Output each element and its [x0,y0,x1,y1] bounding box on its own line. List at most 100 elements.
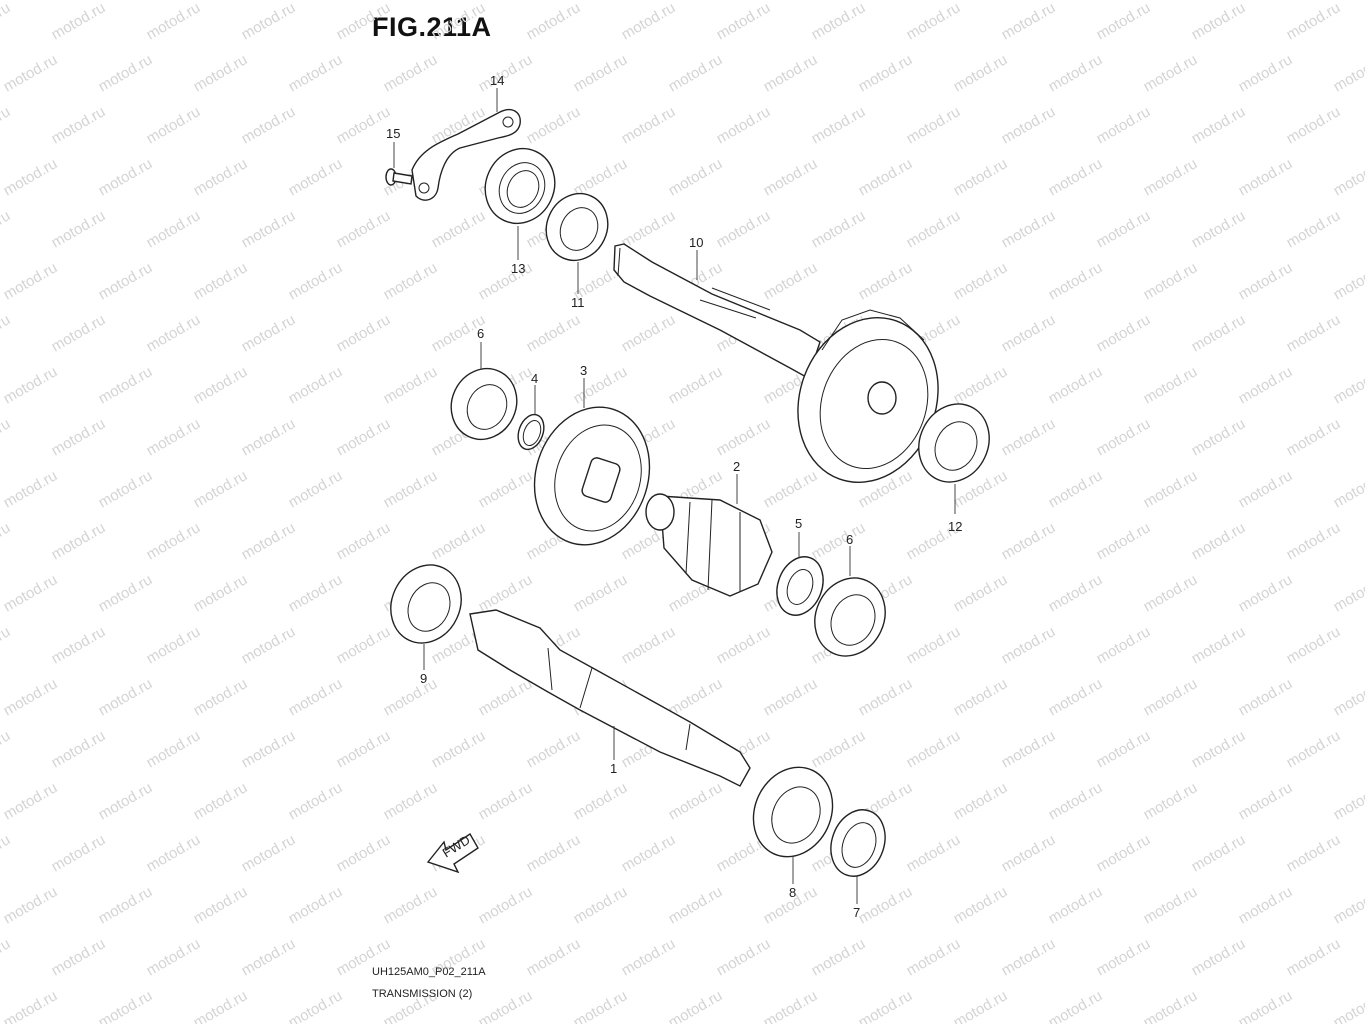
watermark-text: motod.ru [1331,363,1365,407]
watermark-text: motod.ru [1236,571,1296,615]
watermark-text: motod.ru [476,883,536,927]
bearing-9 [390,564,462,644]
watermark-text: motod.ru [1189,831,1249,875]
watermark-text: motod.ru [381,259,441,303]
watermark-text: motod.ru [666,987,726,1024]
watermark-text: motod.ru [1046,467,1106,511]
callout-10: 10 [689,235,703,250]
watermark-text: motod.ru [1331,779,1365,823]
watermark-text: motod.ru [1189,935,1249,979]
watermark-text: motod.ru [904,207,964,251]
watermark-text: motod.ru [1236,155,1296,199]
watermark-text: motod.ru [429,519,489,563]
watermark-text: motod.ru [1284,727,1344,771]
watermark-text: motod.ru [476,51,536,95]
watermark-text: motod.ru [571,883,631,927]
watermark-text: motod.ru [999,727,1059,771]
watermark-text: motod.ru [191,155,251,199]
watermark-text: motod.ru [381,883,441,927]
watermark-text: motod.ru [619,831,679,875]
watermark-text: motod.ru [856,883,916,927]
watermark-text: motod.ru [666,155,726,199]
watermark-text: motod.ru [1236,883,1296,927]
watermark-text: motod.ru [1189,623,1249,667]
watermark-text: motod.ru [524,0,584,43]
watermark-text: motod.ru [286,259,346,303]
watermark-text: motod.ru [951,571,1011,615]
watermark-text: motod.ru [476,987,536,1024]
bearing-8 [752,766,834,858]
watermark-text: motod.ru [96,675,156,719]
watermark-text: motod.ru [619,207,679,251]
watermark-text: motod.ru [1046,51,1106,95]
watermark-text: motod.ru [476,467,536,511]
watermark-text: motod.ru [761,675,821,719]
watermark-text: motod.ru [571,571,631,615]
watermark-text: motod.ru [714,935,774,979]
watermark-text: motod.ru [951,883,1011,927]
watermark-text: motod.ru [0,103,13,147]
watermark-text: motod.ru [191,779,251,823]
watermark-text: motod.ru [1094,935,1154,979]
watermark-text: motod.ru [96,779,156,823]
watermark-text: motod.ru [999,0,1059,43]
watermark-text: motod.ru [144,415,204,459]
drive-shaft [469,609,751,787]
watermark-text: motod.ru [1,155,61,199]
callout-14: 14 [490,73,504,88]
watermark-text: motod.ru [1,779,61,823]
watermark-text: motod.ru [0,623,13,667]
watermark-text: motod.ru [0,0,13,43]
watermark-text: motod.ru [904,623,964,667]
watermark-text: motod.ru [191,571,251,615]
watermark-text: motod.ru [144,831,204,875]
screw [385,168,413,186]
watermark-text: motod.ru [1236,987,1296,1024]
watermark-text: motod.ru [951,363,1011,407]
watermark-text: motod.ru [999,207,1059,251]
watermark-text: motod.ru [49,623,109,667]
watermark-text: motod.ru [714,103,774,147]
watermark-text: motod.ru [1284,311,1344,355]
watermark-text: motod.ru [1284,831,1344,875]
watermark-text: motod.ru [1141,363,1201,407]
callout-layer: 14 15 13 11 10 6 4 3 2 12 5 6 9 1 8 7 [386,73,962,920]
watermark-text: motod.ru [49,0,109,43]
figure-title: FIG.211A [372,12,492,42]
watermark-text: motod.ru [286,883,346,927]
watermark-text: motod.ru [286,675,346,719]
watermark-text: motod.ru [714,207,774,251]
watermark-text: motod.ru [49,207,109,251]
watermark-text: motod.ru [1284,935,1344,979]
watermark-text: motod.ru [714,415,774,459]
watermark-text: motod.ru [1141,259,1201,303]
watermark-text: motod.ru [571,779,631,823]
watermark-text: motod.ru [476,259,536,303]
watermark-text: motod.ru [714,623,774,667]
watermark-text: motod.ru [1094,831,1154,875]
watermark-text: motod.ru [49,311,109,355]
watermark-text: motod.ru [1046,883,1106,927]
watermark-text: motod.ru [96,883,156,927]
watermark-text: motod.ru [144,0,204,43]
watermark-text: motod.ru [286,987,346,1024]
watermark-text: motod.ru [49,519,109,563]
watermark-text: motod.ru [286,779,346,823]
watermark-text: motod.ru [1046,363,1106,407]
watermark-text: motod.ru [0,935,13,979]
watermark-text: motod.ru [809,207,869,251]
watermark-text: motod.ru [144,207,204,251]
watermark-text: motod.ru [96,987,156,1024]
watermark-text: motod.ru [1141,571,1201,615]
watermark-text: motod.ru [334,519,394,563]
watermark-text: motod.ru [904,831,964,875]
watermark-text: motod.ru [334,0,394,43]
oil-seal [830,809,886,877]
watermark-text: motod.ru [856,51,916,95]
watermark-text: motod.ru [96,467,156,511]
watermark-text: motod.ru [144,935,204,979]
watermark-text: motod.ru [1,987,61,1024]
watermark-text: motod.ru [666,883,726,927]
watermark-text: motod.ru [761,51,821,95]
watermark-text: motod.ru [1189,311,1249,355]
